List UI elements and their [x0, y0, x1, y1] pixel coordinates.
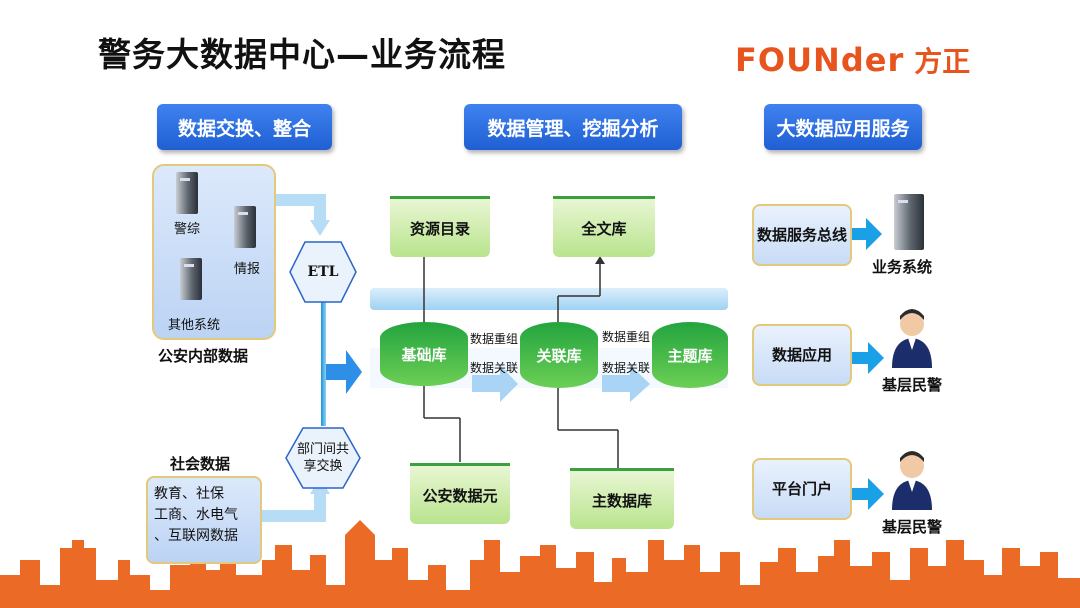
police-officer-icon	[892, 451, 932, 510]
service-target-business: 业务系统	[872, 258, 933, 276]
service-box-app: 数据应用	[752, 324, 852, 386]
server-icon	[180, 258, 202, 300]
server-icon	[176, 172, 198, 214]
logo-text-en: FOUNder	[735, 41, 905, 79]
server-label-other: 其他系统	[168, 318, 221, 333]
cylinder-theme: 主题库	[652, 322, 728, 388]
server-label-qingbao: 情报	[234, 262, 261, 277]
service-box-bus: 数据服务总线	[752, 204, 852, 266]
social-item: 教育、社保	[154, 486, 224, 502]
service-box-portal: 平台门户	[752, 458, 852, 520]
social-item: 工商、水电气	[154, 507, 238, 523]
flow-label-regroup: 数据重组	[602, 330, 651, 344]
server-icon	[234, 206, 256, 248]
top-band	[370, 288, 728, 310]
tab-police-meta: 公安数据元	[410, 463, 510, 524]
cylinder-base: 基础库	[380, 322, 468, 386]
police-officer-icon	[892, 309, 932, 368]
etl-hexagon	[289, 241, 357, 303]
social-data-list: 教育、社保 工商、水电气 、互联网数据	[154, 484, 238, 547]
exchange-hexagon	[285, 427, 361, 489]
service-target-officer: 基层民警	[882, 518, 943, 536]
etl-label: ETL	[307, 264, 339, 280]
city-skyline	[0, 520, 1080, 608]
exchange-label: 部门间共享交换	[296, 442, 349, 474]
header-bigdata-service: 大数据应用服务	[764, 104, 922, 150]
tab-fulltext: 全文库	[553, 196, 655, 257]
cylinder-relation: 关联库	[520, 322, 598, 388]
tab-master-data: 主数据库	[570, 468, 674, 529]
flow-label-regroup: 数据重组	[470, 332, 519, 346]
service-target-officer: 基层民警	[882, 376, 943, 394]
header-data-management: 数据管理、挖掘分析	[464, 104, 682, 150]
social-data-title: 社会数据	[170, 455, 231, 473]
server-icon	[894, 194, 924, 250]
server-label-jingzong: 警综	[174, 222, 201, 237]
social-data-panel: 教育、社保 工商、水电气 、互联网数据	[146, 476, 262, 564]
internal-data-caption: 公安内部数据	[158, 347, 249, 365]
internal-data-panel: 警综 情报 其他系统	[152, 164, 276, 340]
logo-text-cn: 方正	[914, 45, 971, 78]
social-item: 、互联网数据	[154, 528, 238, 544]
flow-label-relate: 数据关联	[602, 361, 651, 375]
founder-logo: FOUNder 方正	[735, 40, 970, 80]
page-title: 警务大数据中心—业务流程	[98, 35, 506, 74]
header-data-exchange: 数据交换、整合	[157, 104, 332, 150]
flow-label-relate: 数据关联	[470, 361, 519, 375]
tab-resource-catalog: 资源目录	[390, 196, 490, 257]
